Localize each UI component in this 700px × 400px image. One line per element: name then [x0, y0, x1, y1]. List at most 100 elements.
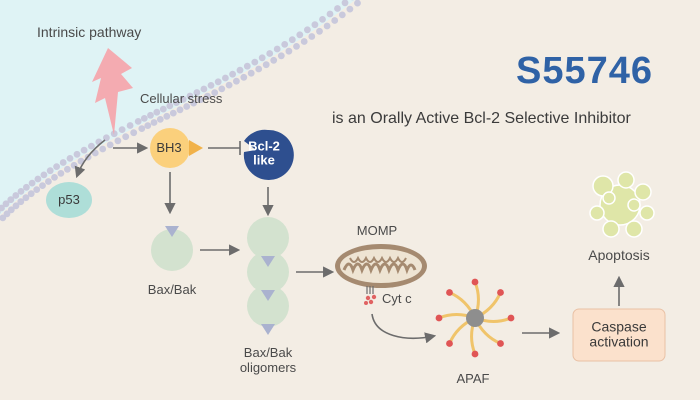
membrane-bead [66, 155, 74, 162]
membrane-bead [3, 210, 11, 218]
membrane-bead [326, 10, 334, 18]
membrane-bead [110, 130, 118, 138]
membrane-bead [293, 43, 300, 50]
membrane-bead [214, 78, 222, 86]
membrane-bead [51, 174, 58, 181]
membrane-bead [270, 56, 278, 64]
membrane-bead [243, 62, 251, 70]
membrane-bead [316, 27, 323, 35]
membrane-bead [200, 85, 208, 93]
bcl2-node [243, 129, 294, 180]
apaf-apoptosome-icon [435, 278, 515, 358]
membrane-bead [33, 186, 41, 194]
caspase-label-line2: activation [589, 334, 649, 350]
oligomers-label-line2: oligomers [239, 359, 297, 375]
membrane-bead [17, 188, 25, 195]
membrane-bead [304, 26, 311, 34]
membrane-bead [296, 31, 304, 39]
membrane-bead [7, 206, 15, 214]
apoptotic-bleb [634, 183, 652, 201]
membrane-bead [163, 112, 171, 120]
membrane-bead [266, 50, 274, 57]
arrow-cytc-to-apaf [371, 313, 437, 344]
membrane-bead [285, 47, 293, 55]
membrane-bead [39, 182, 46, 190]
membrane-bead [17, 198, 25, 206]
membrane-bead [186, 92, 194, 100]
apaf-arm-tip [446, 340, 453, 347]
membrane-bead [311, 21, 319, 29]
membrane-bead [22, 194, 30, 202]
membrane-bead [240, 73, 248, 81]
bax-bak-node [151, 229, 193, 271]
oligomers-label-line1: Bax/Bak [243, 345, 293, 360]
bcl2-label: Bcl-2 like [248, 139, 280, 169]
bax-bak-oligomers [247, 217, 289, 335]
membrane-bead [64, 165, 71, 173]
membrane-bead [338, 11, 346, 19]
membrane-bead [59, 159, 67, 166]
membrane-bead [331, 17, 339, 24]
cyt-c-icon [364, 294, 377, 305]
membrane-bead [251, 58, 259, 66]
apoptotic-bleb [602, 220, 620, 238]
membrane-bead [0, 204, 5, 212]
bax-bak-notch [165, 226, 179, 237]
membrane-bead [255, 65, 263, 73]
membrane-bead [53, 163, 60, 171]
apoptotic-cell-icon [589, 171, 655, 238]
apaf-arm-tip [497, 289, 504, 296]
membrane-bead [197, 96, 204, 104]
lightning-bolt-icon [92, 48, 133, 135]
membrane-bead [354, 0, 361, 7]
membrane-bead [70, 161, 78, 169]
membrane-bead [300, 38, 308, 45]
membrane-bead [140, 115, 148, 122]
membrane-bead [225, 81, 233, 89]
membrane-bead [12, 202, 20, 210]
drug-title: S55746 [516, 50, 654, 92]
membrane-bead [273, 45, 281, 53]
membrane-bead [193, 89, 201, 96]
bh3-domain [189, 140, 203, 156]
membrane-bead [118, 126, 126, 133]
membrane-bead [183, 103, 191, 110]
apoptotic-bleb [617, 171, 635, 189]
membrane-bead [134, 118, 142, 125]
apoptosis-label: Apoptosis [588, 247, 650, 263]
apoptotic-bleb [602, 191, 616, 205]
cell-membrane [0, 0, 361, 222]
mitochondrion-icon [335, 244, 427, 288]
cellular-stress-label: Cellular stress [140, 91, 223, 106]
membrane-bead [57, 170, 65, 177]
membrane-bead [106, 141, 114, 149]
membrane-bead [346, 5, 354, 13]
membrane-bead [204, 92, 211, 100]
apaf-hub [466, 309, 484, 327]
membrane-bead [34, 175, 42, 183]
apoptotic-bleb [589, 205, 605, 221]
membrane-bead [159, 105, 167, 113]
apaf-arm-tip [507, 314, 515, 322]
membrane-bead [130, 129, 138, 137]
membrane-bead [126, 122, 134, 129]
membrane-bead [308, 33, 316, 40]
membrane-bead [147, 111, 154, 119]
membrane-bead [91, 149, 99, 157]
membrane-bead [211, 89, 219, 96]
membrane-bead [80, 146, 88, 154]
apaf-label: APAF [456, 371, 490, 386]
p53-label: p53 [58, 191, 80, 207]
membrane-bead [0, 214, 7, 222]
p53-node [46, 182, 92, 218]
membrane-bead [323, 22, 331, 30]
membrane-bead [233, 77, 240, 85]
membrane-bead [144, 122, 152, 129]
apoptotic-bleb [627, 198, 641, 212]
membrane-bead [23, 183, 30, 191]
membrane-bead [258, 54, 266, 62]
membrane-bead [247, 69, 255, 77]
membrane-bead [88, 142, 95, 150]
